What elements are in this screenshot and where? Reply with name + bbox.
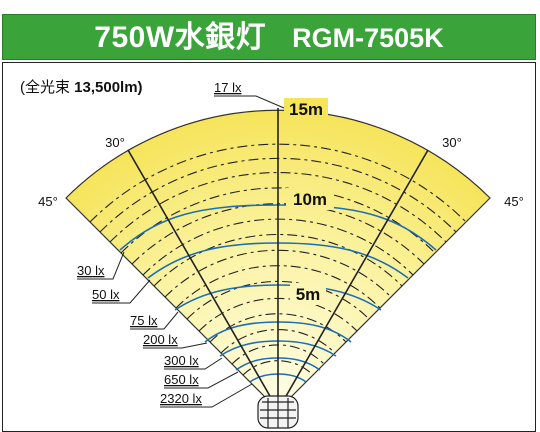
flux-value: 13,500lm) [74, 79, 143, 96]
title: 750W水銀灯 RGM-7505K [3, 15, 535, 61]
lamp-icon [257, 395, 299, 429]
distance-label-15m: 15m [289, 100, 323, 119]
arc-9m [153, 233, 403, 287]
distance-label-10m: 10m [293, 190, 327, 209]
svg-text:300 lx: 300 lx [164, 353, 199, 368]
angle-label-left-30: 30° [105, 135, 125, 150]
svg-text:200 lx: 200 lx [143, 332, 178, 347]
lamp-type-title: 750W水銀灯 [94, 21, 267, 54]
arc-8m [164, 249, 392, 298]
svg-text:650 lx: 650 lx [164, 372, 199, 387]
arc-1m [242, 360, 314, 376]
angle-label-right-45: 45° [504, 194, 524, 209]
flux-prefix: (全光束 [20, 79, 70, 96]
luminous-flux-label: (全光束 13,500lm) [20, 76, 143, 97]
label-50lx: 50 lx [92, 279, 151, 304]
label-300lx: 300 lx [164, 353, 223, 370]
angle-label-right-30: 30° [442, 135, 462, 150]
angle-label-left-45: 45° [38, 194, 58, 209]
svg-text:17 lx: 17 lx [214, 80, 242, 95]
svg-text:50 lx: 50 lx [92, 287, 120, 302]
title-bar: 750W水銀灯 RGM-7505K [2, 14, 536, 60]
label-30lx: 30 lx [77, 251, 125, 280]
svg-text:2320 lx: 2320 lx [160, 391, 202, 406]
angle-lines [127, 108, 429, 411]
label-75lx: 75 lx [130, 311, 179, 330]
model-number: RGM-7505K [292, 23, 444, 53]
label-200lx: 200 lx [143, 332, 208, 349]
label-17lx: 17 lx [214, 80, 285, 109]
label-650lx: 650 lx [164, 371, 239, 389]
arc-13m [109, 172, 447, 243]
svg-text:75 lx: 75 lx [130, 313, 158, 328]
distance-label-5m: 5m [296, 285, 321, 304]
radial-left-30 [127, 149, 279, 411]
radial-right-30 [277, 149, 429, 411]
svg-text:30 lx: 30 lx [77, 263, 105, 278]
label-2320lx: 2320 lx [160, 383, 253, 408]
